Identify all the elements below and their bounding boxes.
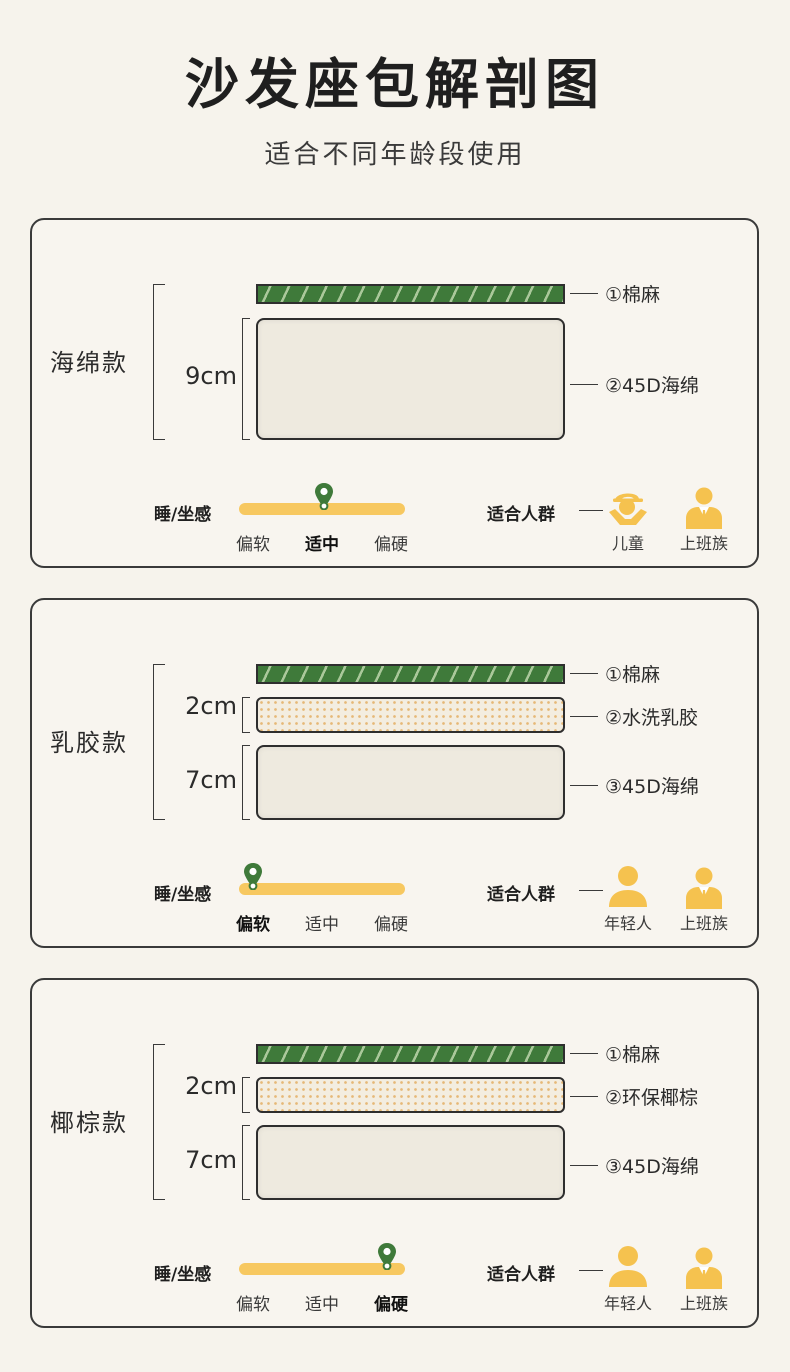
thickness-label: 2cm <box>185 1072 237 1100</box>
layer-latex <box>256 697 565 733</box>
callout-line <box>570 673 598 674</box>
feel-option-soft: 偏软 <box>236 535 270 555</box>
callout-line <box>570 293 598 294</box>
layer-foam <box>256 318 565 440</box>
map-pin-icon <box>378 1243 396 1270</box>
office-worker-icon <box>686 1247 722 1289</box>
variant-name: 乳胶款 <box>50 729 128 757</box>
young-person-icon <box>609 866 647 907</box>
feel-option-medium: 适中 <box>305 915 339 935</box>
panel-foam: 海绵款 9cm ①棉麻 ②45D海绵 睡/坐感 偏软 适中 偏硬 适合人群 儿童… <box>30 218 759 568</box>
suitable-label: 适合人群 <box>487 885 555 905</box>
feel-option-soft: 偏软 <box>236 1295 270 1315</box>
variant-name: 海绵款 <box>50 349 128 377</box>
stack-bracket <box>153 284 165 440</box>
stack-bracket <box>153 664 165 820</box>
layer-linen <box>256 284 565 304</box>
feel-label: 睡/坐感 <box>154 1265 212 1285</box>
thickness-label: 7cm <box>185 766 237 794</box>
layer-coconut <box>256 1077 565 1113</box>
feel-option-firm: 偏硬 <box>374 1295 408 1315</box>
layer-linen <box>256 1044 565 1064</box>
layer-bracket <box>242 318 250 440</box>
panel-latex: 乳胶款 2cm 7cm ①棉麻 ②水洗乳胶 ③45D海绵 睡/坐感 偏软 适中 … <box>30 598 759 948</box>
page-title: 沙发座包解剖图 <box>185 53 605 116</box>
suitable-office-worker: 上班族 <box>679 1294 728 1313</box>
feel-label: 睡/坐感 <box>154 885 212 905</box>
callout-line <box>579 890 603 891</box>
callout-line <box>570 785 598 786</box>
callout-line <box>570 716 598 717</box>
office-worker-icon <box>686 867 722 909</box>
feel-label: 睡/坐感 <box>154 505 212 525</box>
page-subtitle: 适合不同年龄段使用 <box>264 140 526 170</box>
variant-name: 椰棕款 <box>50 1109 128 1137</box>
layer-linen <box>256 664 565 684</box>
layer-label: ③45D海绵 <box>605 776 699 798</box>
layer-foam <box>256 745 565 820</box>
layer-label: ③45D海绵 <box>605 1156 699 1178</box>
layer-bracket <box>242 697 250 733</box>
feel-option-firm: 偏硬 <box>374 535 408 555</box>
feel-option-medium: 适中 <box>305 1295 339 1315</box>
layer-label: ②45D海绵 <box>605 375 699 397</box>
feel-option-medium: 适中 <box>305 535 339 555</box>
layer-foam <box>256 1125 565 1200</box>
layer-bracket <box>242 1125 250 1200</box>
thickness-label: 7cm <box>185 1146 237 1174</box>
callout-line <box>579 510 603 511</box>
thickness-label: 9cm <box>185 362 237 390</box>
thickness-label: 2cm <box>185 692 237 720</box>
suitable-label: 适合人群 <box>487 505 555 525</box>
layer-label: ①棉麻 <box>605 284 661 306</box>
suitable-young-person: 年轻人 <box>603 914 652 933</box>
callout-line <box>570 384 598 385</box>
suitable-label: 适合人群 <box>487 1265 555 1285</box>
map-pin-icon <box>315 483 333 510</box>
young-person-icon <box>609 1246 647 1287</box>
callout-line <box>570 1165 598 1166</box>
suitable-office-worker: 上班族 <box>679 534 728 553</box>
stack-bracket <box>153 1044 165 1200</box>
feel-option-soft: 偏软 <box>236 915 270 935</box>
panel-coconut: 椰棕款 2cm 7cm ①棉麻 ②环保椰棕 ③45D海绵 睡/坐感 偏软 适中 … <box>30 978 759 1328</box>
office-worker-icon <box>686 487 722 529</box>
callout-line <box>570 1053 598 1054</box>
feel-option-firm: 偏硬 <box>374 915 408 935</box>
layer-bracket <box>242 1077 250 1113</box>
suitable-office-worker: 上班族 <box>679 914 728 933</box>
layer-label: ①棉麻 <box>605 1044 661 1066</box>
layer-label: ②水洗乳胶 <box>605 707 699 729</box>
feel-slider-track <box>239 883 405 895</box>
feel-slider-track <box>239 1263 405 1275</box>
layer-bracket <box>242 745 250 820</box>
suitable-child: 儿童 <box>611 534 644 553</box>
map-pin-icon <box>244 863 262 890</box>
callout-line <box>579 1270 603 1271</box>
layer-label: ②环保椰棕 <box>605 1087 699 1109</box>
callout-line <box>570 1096 598 1097</box>
suitable-young-person: 年轻人 <box>603 1294 652 1313</box>
child-icon <box>609 493 647 525</box>
layer-label: ①棉麻 <box>605 664 661 686</box>
